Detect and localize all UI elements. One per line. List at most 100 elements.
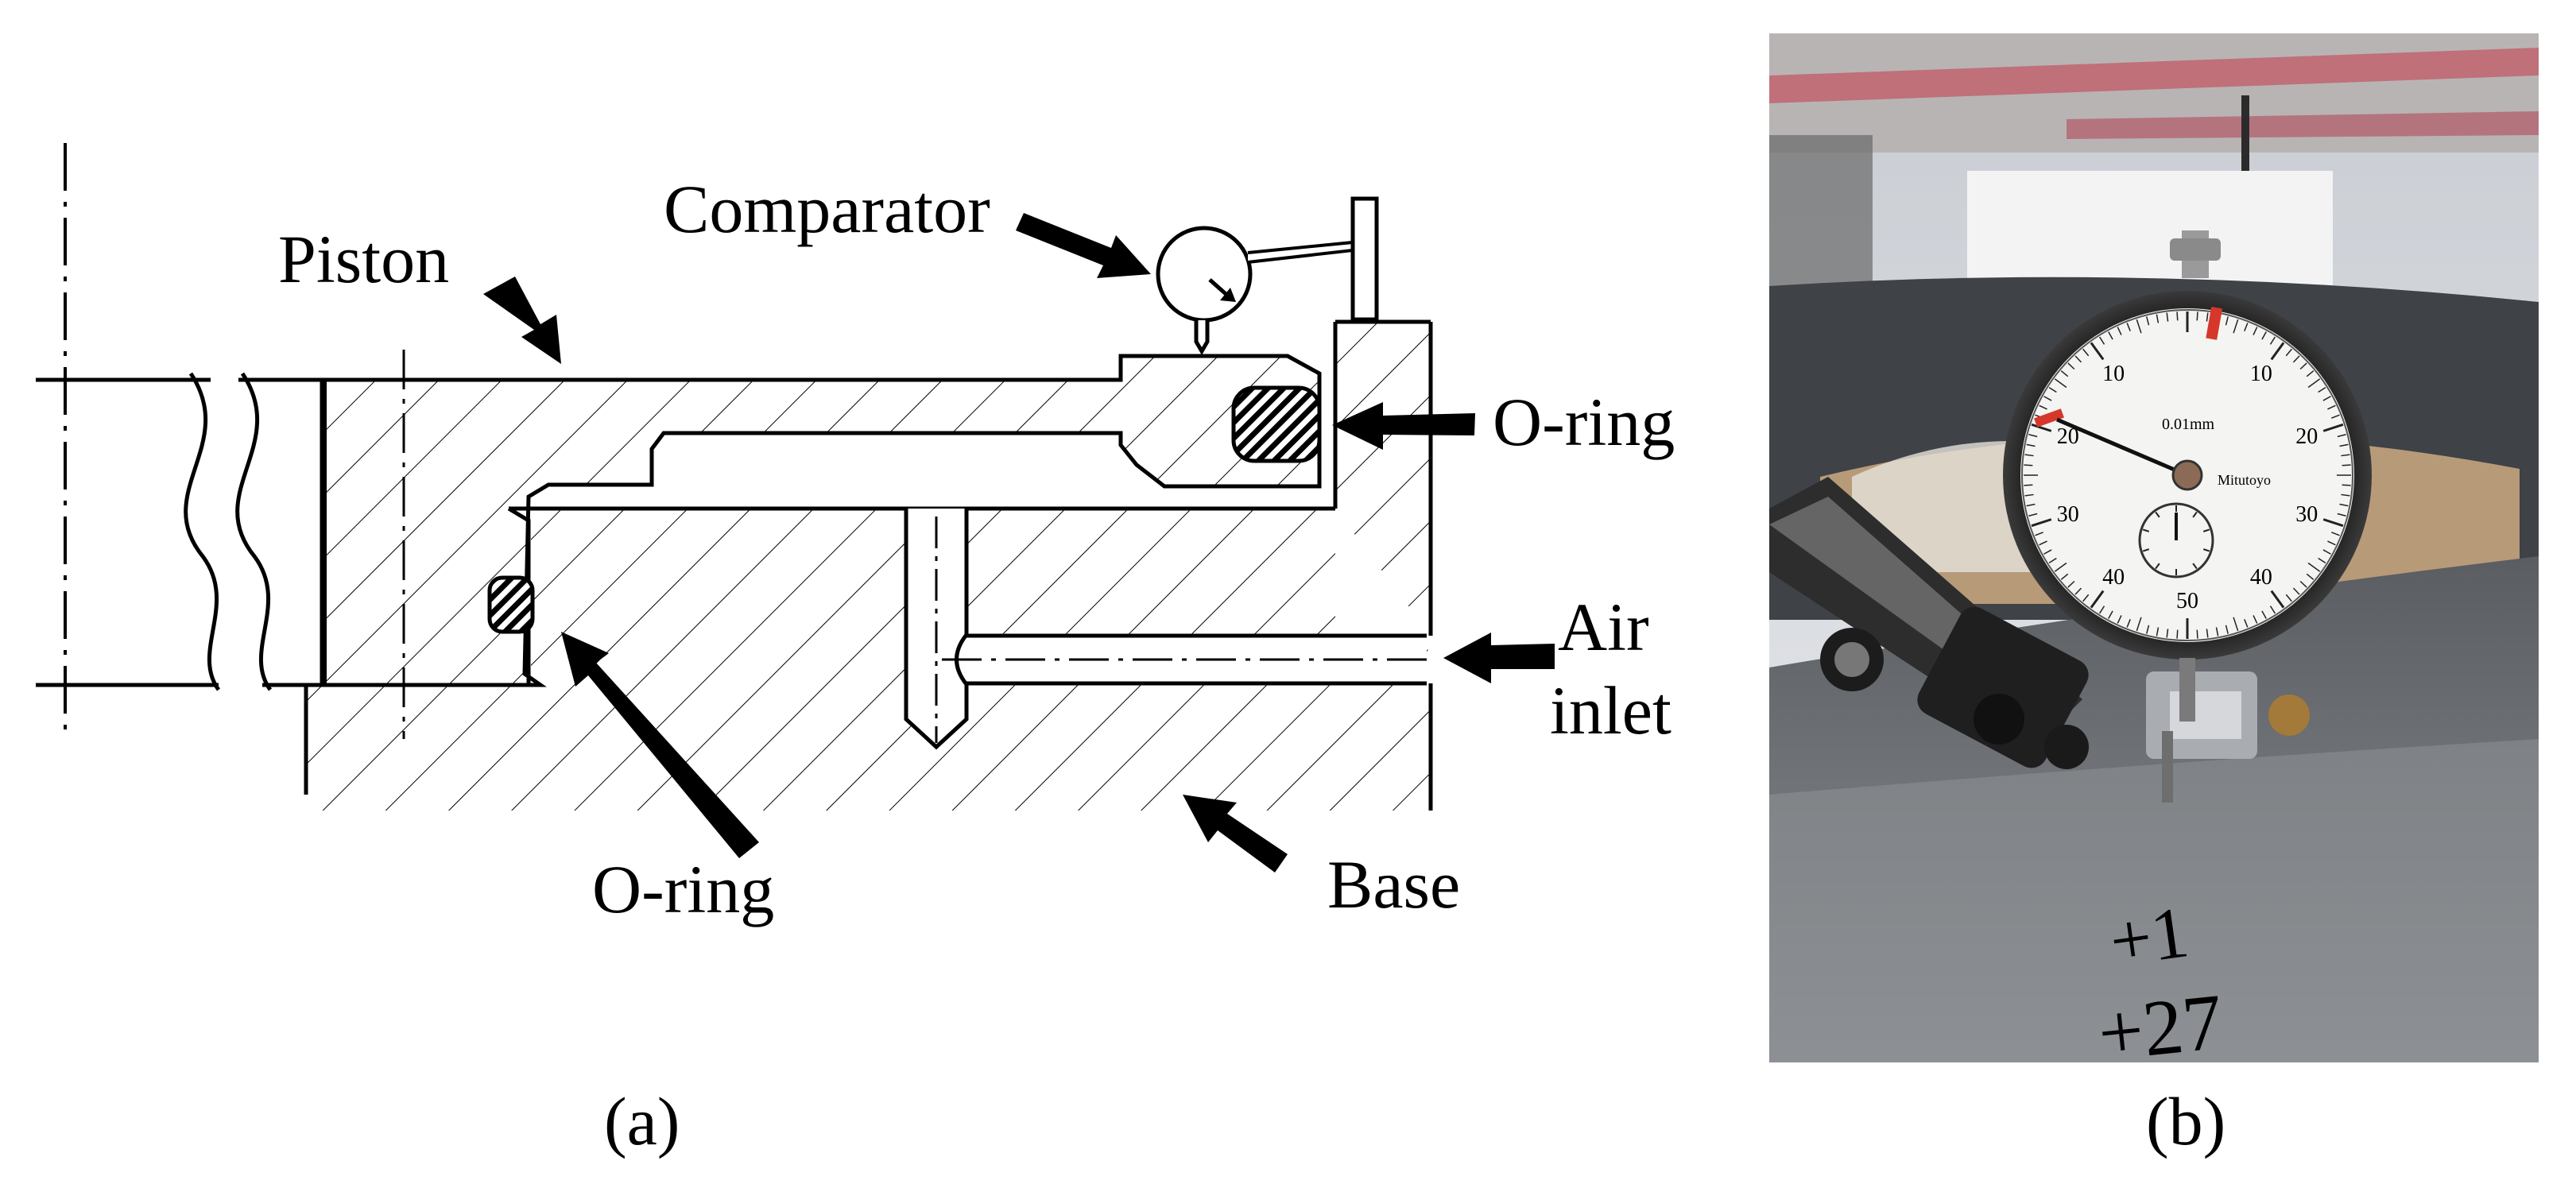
- piston-label: Piston: [278, 221, 449, 297]
- locating-pin: [904, 509, 969, 750]
- handwriting-line-1: +1: [2105, 891, 2193, 982]
- dial-tick: [2176, 629, 2179, 639]
- dial-holder-arm: [1769, 477, 2310, 803]
- dial-tick: [2233, 319, 2239, 334]
- revolution-counter-tick: [2202, 528, 2210, 532]
- caption-b: (b): [2146, 1083, 2225, 1159]
- dial-tick: [2215, 627, 2219, 636]
- dial-tick: [2292, 587, 2300, 595]
- dial-unit-text: 0.01mm: [2162, 416, 2215, 433]
- caption-a: (a): [604, 1083, 680, 1159]
- dial-tick: [2026, 443, 2036, 447]
- revolution-counter-ticks: [2142, 505, 2210, 575]
- dial-tick: [2117, 327, 2122, 335]
- dial-tick: [2146, 625, 2150, 634]
- dial-tick: [2067, 580, 2075, 588]
- dial-tick: [2043, 396, 2052, 401]
- dial-tick: [2060, 573, 2069, 580]
- dial-tick: [2225, 625, 2229, 634]
- piston-body: [320, 354, 1322, 687]
- dial-tick: [2261, 331, 2267, 340]
- air-inlet-channel: [942, 633, 1434, 686]
- base-label: Base: [1327, 846, 1460, 923]
- dial-tick: [2331, 414, 2340, 419]
- dial-tick: [2244, 619, 2249, 628]
- dial-tick: [2074, 587, 2082, 595]
- cross-section-drawing: Piston Comparator O-ring Air inlet O-rin…: [36, 143, 1675, 1159]
- dial-number: 10: [2250, 362, 2272, 386]
- dial-tick: [2126, 323, 2131, 331]
- dial-brand-text: Mitutoyo: [2218, 472, 2271, 488]
- dial-tick: [2039, 404, 2047, 410]
- dial-tick: [2322, 396, 2331, 401]
- shaft-stub: [36, 372, 322, 691]
- dial-tick: [2307, 562, 2321, 572]
- dial-tick: [2196, 629, 2198, 639]
- dial-tick: [2090, 342, 2105, 361]
- dial-tick: [2098, 336, 2105, 345]
- dial-tick: [2253, 615, 2258, 624]
- dial-tick: [2270, 342, 2285, 361]
- dial-tick: [2244, 323, 2249, 331]
- dial-tick: [2337, 434, 2346, 438]
- dial-tick: [2196, 311, 2198, 321]
- dial-tick: [2341, 493, 2350, 497]
- dial-tick: [2261, 610, 2267, 619]
- dial-tick: [2043, 549, 2052, 555]
- dial-number: 30: [2295, 502, 2318, 527]
- dial-tick: [2342, 484, 2351, 486]
- dial-tick: [2024, 484, 2033, 486]
- dial-tick: [2337, 513, 2346, 517]
- dial-number: 30: [2057, 502, 2079, 527]
- dial-tick: [2285, 348, 2292, 357]
- dial-tick: [2307, 378, 2321, 389]
- dial-tick: [2024, 493, 2034, 497]
- revolution-counter-tick: [2142, 528, 2150, 532]
- dial-tick: [2285, 594, 2292, 602]
- dial-number: 40: [2250, 565, 2272, 590]
- dial-tick: [2176, 311, 2179, 321]
- dial-tick: [2082, 594, 2090, 602]
- dial-tick: [2206, 629, 2209, 638]
- dial-tick: [2225, 316, 2229, 326]
- dial-tick: [2322, 518, 2344, 528]
- dial-tick: [2136, 617, 2142, 632]
- dial-tick: [2270, 590, 2285, 609]
- dial-tick: [2233, 617, 2239, 632]
- dial-tick: [2327, 540, 2336, 546]
- dial-tick: [2322, 549, 2331, 555]
- dial-tick: [2292, 355, 2300, 363]
- dial-tick: [2269, 336, 2276, 345]
- dial-tick: [2318, 386, 2326, 393]
- dial-tick: [2074, 355, 2082, 363]
- dial-number: 40: [2102, 565, 2125, 590]
- dial-tick: [2024, 464, 2033, 466]
- handwriting-line-2: +27: [2094, 977, 2227, 1078]
- dial-number: 10: [2102, 362, 2125, 386]
- dial-tick: [2146, 316, 2150, 326]
- dial-tick: [2306, 573, 2315, 580]
- dial-tick: [2035, 532, 2043, 536]
- dial-tick: [2060, 370, 2069, 377]
- dial-tick: [2054, 378, 2067, 389]
- dial-tick: [2048, 386, 2057, 393]
- dial-tick: [2342, 464, 2351, 466]
- dial-tick: [2048, 557, 2057, 564]
- dial-tick: [2327, 404, 2336, 410]
- revolution-counter-tick: [2142, 548, 2150, 552]
- revolution-counter-tick: [2155, 563, 2160, 570]
- dial-tick: [2136, 319, 2142, 334]
- o-ring-bottom-label: O-ring: [592, 851, 774, 927]
- dial-number: 50: [2176, 589, 2198, 613]
- dial-tick: [2339, 443, 2349, 447]
- upper-o-ring: [1231, 385, 1322, 463]
- dial-tick: [2156, 314, 2160, 323]
- dial-tick: [2067, 362, 2075, 370]
- inlet-label: inlet: [1550, 672, 1671, 749]
- lower-o-ring: [487, 575, 535, 634]
- red-tolerance-mark-top: [2206, 307, 2223, 340]
